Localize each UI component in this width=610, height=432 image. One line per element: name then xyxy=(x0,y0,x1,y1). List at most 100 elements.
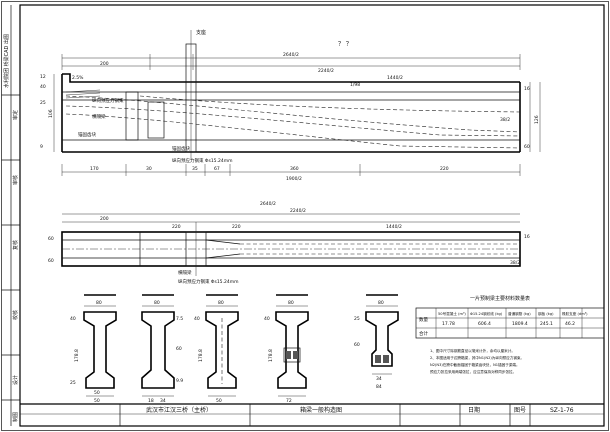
note-3: 预应力张拉采用两端张拉，应注意保持对称同步张拉。 xyxy=(430,369,516,374)
slope-label: 2.5% xyxy=(72,75,84,81)
sec5-height-0: 25 xyxy=(354,316,360,322)
plan-left-dim-0: 60 xyxy=(48,236,54,242)
title-block: 武汉市江汉三桥（主桥） 箱梁一般构造图 日期 图号 SZ-1-76 xyxy=(20,403,604,426)
elev-bot-dim-0: 170 xyxy=(90,166,99,172)
side-label-1: 审核 xyxy=(12,175,19,185)
figure-no-label: 图号 xyxy=(514,407,526,414)
side-label-4: 设计 xyxy=(12,375,19,385)
project-name: 武汉市江汉三桥（主桥） xyxy=(146,406,212,414)
elev-left-dim-4: 9 xyxy=(40,144,43,150)
sec1-height-2: 25 xyxy=(70,380,76,386)
cross-section-2: 80 7.5 60 9.9 18 34 xyxy=(141,294,183,404)
plan-left-dim-1: 60 xyxy=(48,258,54,264)
side-stamp: 水利院团 桥梁CAD 出图 xyxy=(3,34,10,88)
sec3-height-0: 40 xyxy=(194,316,200,322)
date-label: 日期 xyxy=(468,406,480,414)
table-header-4: 钢板 (kg) xyxy=(538,311,554,316)
elevation-view: ？ ？ 支座 200 2240/2 2640/2 1440/2 1/98 xyxy=(40,29,541,182)
elev-dim-2640: 2640/2 xyxy=(283,52,299,58)
sec4-height-0: 40 xyxy=(264,316,270,322)
note-2: N2(N3)在跨中截面锚固于箱梁齿块处，N1锚固于梁端。 xyxy=(430,362,520,367)
note-1: 2、本图适用于边跨箱梁，其中N1(N2)为纵向预应力钢束。 xyxy=(430,355,524,360)
elev-note-2: 锚固齿块 xyxy=(78,131,96,138)
elev-dim-198: 1/98 xyxy=(350,82,360,88)
side-label-5: 制图 xyxy=(12,412,19,422)
cross-section-1: 80 40 178.8 25 50 50 xyxy=(70,294,117,404)
sec2-height-0: 7.5 xyxy=(176,316,183,322)
cross-section-4: 80 40 178.8 72 xyxy=(264,294,309,404)
sec4-width-0: 80 xyxy=(288,300,294,306)
sec4-height-1: 178.8 xyxy=(268,349,274,362)
support-label: 支座 xyxy=(196,29,206,36)
table-header-5: 橡胶支座 (dm³) xyxy=(562,311,588,316)
sec5-width-2: 84 xyxy=(376,384,382,390)
materials-table: 一片预制梁主要材料数量表 数量 50号混凝土 (m³) Φ15.24钢绞线 (k… xyxy=(415,295,605,339)
elev-bot-dim-2: 35 xyxy=(192,166,198,172)
elev-right-dim-0: 16 xyxy=(524,86,530,92)
elev-right-dim-3: 60 xyxy=(524,144,530,150)
elev-note-0: 纵向预应力钢束 xyxy=(92,97,124,104)
elev-left-dim-0: 106 xyxy=(48,109,54,118)
elev-left-dim-3: 25 xyxy=(40,100,46,106)
elev-bot-dim-4: 360 xyxy=(290,166,299,172)
sec2-height-1: 60 xyxy=(176,346,182,352)
page-marks: ？ ？ xyxy=(338,41,352,48)
elev-dim-2240: 2240/2 xyxy=(318,68,334,74)
elev-right-dim-2: 126 xyxy=(534,115,540,124)
elev-dim-1440: 1440/2 xyxy=(387,75,403,81)
elev-note-1: 横隔梁 xyxy=(92,113,106,120)
sec2-height-2: 9.9 xyxy=(176,378,183,384)
table-header-2: Φ15.24钢绞线 (kg) xyxy=(470,311,503,316)
sec1-height-0: 40 xyxy=(70,316,76,322)
plan-dim-4: 220 xyxy=(232,224,241,230)
sec1-width-0: 80 xyxy=(96,300,102,306)
elev-note-3: 纵向预应力钢束 Φs15.24mm xyxy=(172,157,232,164)
sec3-width-1: 50 xyxy=(216,398,222,404)
sec1-width-1: 50 xyxy=(94,398,100,404)
note-0: 1、图中尺寸除钢筋直径以毫米计外，余均以厘米计。 xyxy=(430,348,515,353)
table-cell-4: 245.1 xyxy=(540,321,553,327)
plan-right-dim-1: 38/2 xyxy=(510,260,520,266)
sec2-width-0: 80 xyxy=(154,300,160,306)
elev-note-4: 锚固齿块 xyxy=(172,145,190,152)
figure-no: SZ-1-76 xyxy=(550,407,574,414)
side-label-2: 复核 xyxy=(12,240,19,250)
plan-dim-3: 2640/2 xyxy=(260,201,276,207)
sec1-width-2: 50 xyxy=(94,390,100,396)
elev-bot-dim-3: 67 xyxy=(214,166,220,172)
table-title: 一片预制梁主要材料数量表 xyxy=(470,295,530,302)
plan-note-1: 纵向预应力钢束 Φs15.24mm xyxy=(178,278,238,285)
table-cell-2: 606.4 xyxy=(478,321,491,327)
elev-bot-dim-1: 30 xyxy=(146,166,152,172)
drawing-title: 箱梁一般构造图 xyxy=(300,406,342,414)
side-label-0: 审定 xyxy=(12,110,19,120)
plan-dim-2: 2240/2 xyxy=(290,208,306,214)
sec3-width-0: 80 xyxy=(218,300,224,306)
cross-section-3: 80 40 178.8 50 xyxy=(194,294,239,404)
table-cell-5: 46.2 xyxy=(565,321,575,327)
plan-dim-0: 200 xyxy=(100,216,109,222)
sec5-height-1: 60 xyxy=(354,342,360,348)
table-cell-3: 1809.4 xyxy=(512,321,528,327)
cross-section-5: 80 25 60 34 84 xyxy=(354,294,399,390)
plan-note-0: 横隔梁 xyxy=(178,269,192,276)
table-total-label: 合计 xyxy=(419,330,428,337)
sec5-width-0: 80 xyxy=(378,300,384,306)
table-header-0: 数量 xyxy=(419,316,428,323)
table-header-1: 50号混凝土 (m³) xyxy=(438,311,466,316)
plan-dim-1: 220 xyxy=(172,224,181,230)
inner-frame xyxy=(19,4,605,427)
sec2-width-2: 34 xyxy=(160,398,166,404)
plan-right-dim-0: 16 xyxy=(524,234,530,240)
plan-dim-5: 1440/2 xyxy=(386,224,402,230)
sec2-width-1: 18 xyxy=(148,398,154,404)
elev-left-dim-2: 40 xyxy=(40,84,46,90)
table-header-3: 普通钢筋 (kg) xyxy=(508,311,531,316)
side-label-3: 校核 xyxy=(12,310,19,320)
elev-left-dim-1: 12 xyxy=(40,74,46,80)
sec1-height-1: 178.8 xyxy=(74,349,80,362)
elev-dim-200: 200 xyxy=(100,61,109,67)
side-panel: 水利院团 桥梁CAD 出图 审定 审核 复核 校核 设计 制图 xyxy=(1,5,20,426)
